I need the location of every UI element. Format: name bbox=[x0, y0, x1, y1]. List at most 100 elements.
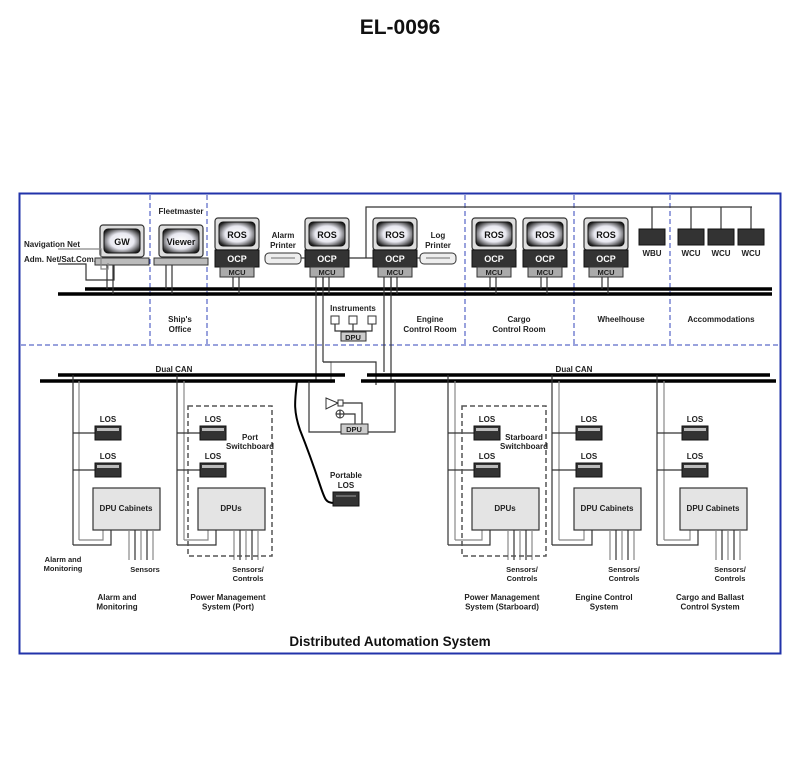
ros-station-4-mcu bbox=[476, 266, 512, 278]
los-stripe bbox=[97, 465, 119, 468]
cabinet-label: DPUs bbox=[220, 504, 242, 513]
ocp-label: OCP bbox=[596, 254, 616, 264]
monitor-label: Viewer bbox=[167, 237, 196, 247]
viewer-workstation: Viewer bbox=[158, 224, 204, 258]
los-label: LOS bbox=[205, 415, 222, 424]
cargo-ballast-title: Control System bbox=[680, 603, 739, 612]
pms-starboard-title: System (Starboard) bbox=[465, 603, 539, 612]
los-stripe bbox=[202, 428, 224, 431]
cabinet-label: DPU Cabinets bbox=[687, 504, 740, 513]
monitor-label: GW bbox=[114, 237, 130, 247]
ocp-label: OCP bbox=[484, 254, 504, 264]
los-label: LOS bbox=[100, 452, 117, 461]
mcu-label: MCU bbox=[536, 268, 553, 277]
sensors-controls-label: Controls bbox=[507, 574, 538, 583]
wcu-unit-3 bbox=[737, 228, 765, 246]
cabinet-label: DPU Cabinets bbox=[100, 504, 153, 513]
alarm-printer-label: Alarm bbox=[272, 231, 295, 240]
horn-icon bbox=[325, 397, 340, 410]
los-stripe bbox=[684, 465, 706, 468]
cabinet-link bbox=[448, 530, 491, 546]
zone-label-ships-office: Office bbox=[169, 325, 192, 334]
zone-label-cargo-control-room: Cargo bbox=[507, 315, 530, 324]
ros-station-2-ros: ROS bbox=[304, 217, 350, 251]
cabinet-label: DPU Cabinets bbox=[581, 504, 634, 513]
instrument-box bbox=[367, 315, 377, 325]
ocp-label: OCP bbox=[385, 254, 405, 264]
switchboard-label: Starboard bbox=[505, 433, 543, 442]
los-label: LOS bbox=[687, 415, 704, 424]
instruments-dpu bbox=[340, 331, 367, 342]
monitor-screen bbox=[103, 228, 141, 254]
pms-starboard-cabinet bbox=[471, 487, 540, 531]
portable-los-label: Portable bbox=[330, 471, 363, 480]
alarm-monitoring-small-label: Monitoring bbox=[44, 564, 83, 573]
mcu-label: MCU bbox=[228, 268, 245, 277]
los-stripe bbox=[578, 465, 600, 468]
pms-port-title: Power Management bbox=[190, 593, 265, 602]
mcu-label: MCU bbox=[597, 268, 614, 277]
sensors-controls-label: Controls bbox=[715, 574, 746, 583]
cargo-ballast-title: Cargo and Ballast bbox=[676, 593, 744, 602]
wireless-network-line bbox=[365, 206, 752, 258]
cabinet-link bbox=[177, 530, 217, 546]
cabinet-link bbox=[664, 530, 691, 541]
ocp-label: OCP bbox=[227, 254, 247, 264]
diagram-title: Distributed Automation System bbox=[289, 634, 490, 649]
monitor-screen bbox=[526, 221, 564, 247]
navigation-net-line bbox=[58, 248, 109, 270]
zone-label-ships-office: Ship's bbox=[168, 315, 192, 324]
monitor-screen bbox=[475, 221, 513, 247]
cabinet-link bbox=[657, 530, 699, 546]
monitor-label: ROS bbox=[484, 230, 504, 240]
engine-control-title: System bbox=[590, 603, 618, 612]
vertical-run bbox=[323, 361, 377, 385]
ros-station-1-mcu bbox=[219, 266, 255, 278]
monitor-label: ROS bbox=[317, 230, 337, 240]
log-printer-label: Log bbox=[431, 231, 446, 240]
monitor-screen bbox=[308, 221, 346, 247]
cabinet-label: DPUs bbox=[494, 504, 516, 513]
sensors-label: Sensors bbox=[130, 565, 160, 574]
pms-port-switchboard-zone bbox=[187, 405, 273, 557]
los-label: LOS bbox=[581, 415, 598, 424]
horn-link bbox=[343, 402, 363, 424]
portable-los-label: LOS bbox=[338, 481, 355, 490]
ros-station-6-ros: ROS bbox=[583, 217, 629, 251]
monitor-label: ROS bbox=[227, 230, 247, 240]
wcu-unit-2-label: WCU bbox=[711, 249, 730, 258]
engine-control-title: Engine Control bbox=[575, 593, 632, 602]
fleetmaster-label: Fleetmaster bbox=[159, 207, 204, 216]
sensors-controls-label: Sensors/ bbox=[232, 565, 265, 574]
sensors-controls-label: Controls bbox=[233, 574, 264, 583]
dpu-label: DPU bbox=[345, 333, 361, 342]
los-label: LOS bbox=[479, 415, 496, 424]
keyboard-base bbox=[94, 257, 150, 266]
zone-label-wheelhouse: Wheelhouse bbox=[597, 315, 645, 324]
monitor-label: ROS bbox=[596, 230, 616, 240]
ros-station-1-ros: ROS bbox=[214, 217, 260, 251]
zone-label-accommodations: Accommodations bbox=[687, 315, 755, 324]
cabinet-link bbox=[73, 530, 112, 546]
alarm-monitoring-cabinet bbox=[92, 487, 161, 531]
zone-label-cargo-control-room: Control Room bbox=[492, 325, 545, 334]
monitor-screen bbox=[162, 228, 200, 254]
pms-starboard-switchboard-zone bbox=[461, 405, 547, 557]
los-stripe bbox=[684, 428, 706, 431]
mcu-label: MCU bbox=[318, 268, 335, 277]
wcu-unit-3-label: WCU bbox=[741, 249, 760, 258]
instruments-label: Instruments bbox=[330, 304, 376, 313]
mcu-label: MCU bbox=[485, 268, 502, 277]
cargo-ballast-cabinet bbox=[679, 487, 748, 531]
monitor-screen bbox=[218, 221, 256, 247]
los-stripe bbox=[97, 428, 119, 431]
cabinet-link bbox=[559, 530, 585, 541]
zone-label-engine-control-room: Engine bbox=[417, 315, 444, 324]
alarm-monitoring-small-label: Alarm and bbox=[45, 555, 82, 564]
los-label: LOS bbox=[205, 452, 222, 461]
wcu-unit-1-label: WCU bbox=[681, 249, 700, 258]
dual-can-label-left: Dual CAN bbox=[156, 365, 193, 374]
instrument-box bbox=[348, 315, 358, 325]
diagram-frame bbox=[18, 192, 782, 655]
